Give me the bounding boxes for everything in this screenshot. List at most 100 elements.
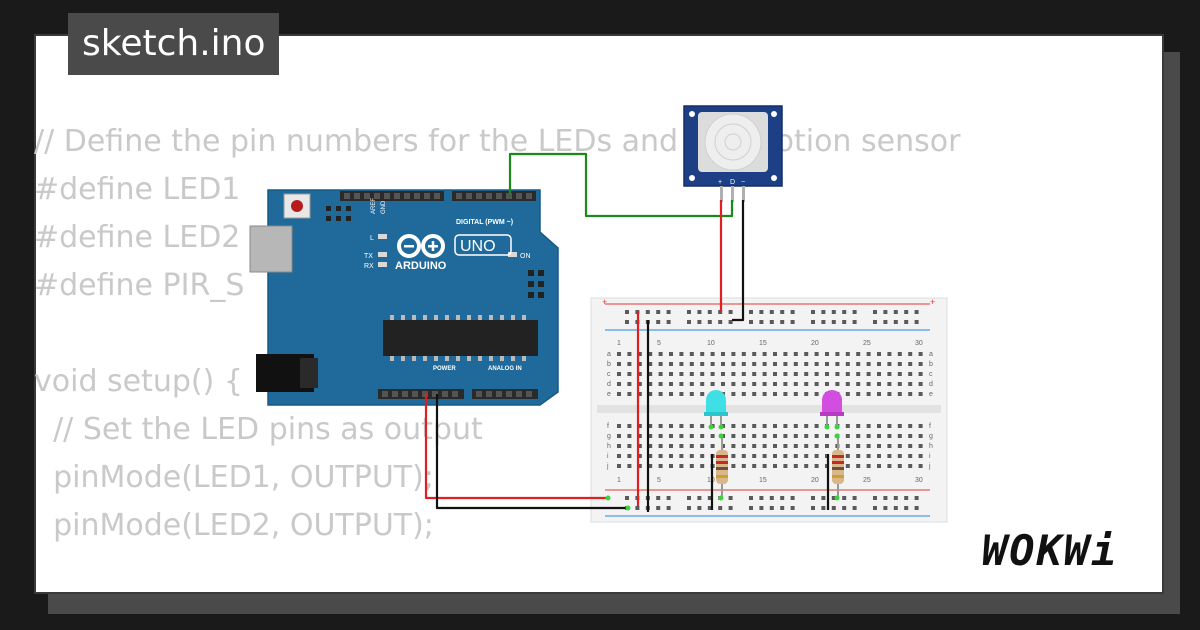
breadboard-hole — [762, 464, 767, 468]
breadboard-hole — [908, 372, 913, 376]
breadboard-hole — [793, 444, 798, 448]
row-letter: i — [929, 453, 931, 460]
wokwi-logo: WOKWi — [982, 526, 1119, 575]
breadboard-hole — [877, 372, 881, 376]
breadboard-hole — [887, 434, 892, 438]
breadboard-hole — [617, 424, 621, 428]
breadboard-hole — [821, 320, 826, 324]
wire-pir-gnd[interactable] — [732, 200, 745, 322]
breadboard-hole — [666, 320, 671, 324]
breadboard-hole — [648, 444, 653, 448]
row-letter: h — [929, 443, 933, 450]
breadboard-hole — [728, 310, 733, 314]
breadboard-hole — [749, 496, 753, 500]
pir-motion-sensor[interactable]: + D − — [683, 105, 783, 202]
breadboard-hole — [637, 372, 642, 376]
breadboard-hole — [845, 424, 850, 428]
breadboard-hole — [731, 424, 736, 428]
breadboard-hole — [908, 464, 913, 468]
breadboard[interactable]: + + 1 5 10 15 20 25 30 1 5 10 15 20 25 3… — [590, 297, 948, 523]
code-line: #define LED1 — [34, 172, 241, 207]
breadboard-hole — [856, 444, 861, 448]
breadboard-hole — [856, 424, 861, 428]
breadboard-hole — [658, 382, 663, 386]
breadboard-hole — [908, 352, 913, 356]
breadboard-hole — [689, 454, 694, 458]
led-cyan[interactable] — [704, 390, 728, 430]
breadboard-hole — [700, 362, 705, 366]
breadboard-hole — [856, 362, 861, 366]
breadboard-hole — [918, 444, 923, 448]
breadboard-hole — [648, 392, 653, 396]
breadboard-hole — [762, 352, 767, 356]
breadboard-hole — [856, 392, 861, 396]
breadboard-hole — [856, 372, 861, 376]
breadboard-hole — [773, 382, 777, 386]
breadboard-hole — [883, 506, 888, 510]
sketch-title: sketch.ino — [68, 13, 280, 75]
row-letter: e — [607, 391, 611, 398]
wire-gnd[interactable] — [435, 394, 628, 510]
breadboard-hole — [918, 464, 923, 468]
breadboard-hole — [908, 444, 913, 448]
column-number: 15 — [759, 477, 767, 484]
breadboard-hole — [728, 506, 733, 510]
breadboard-hole — [749, 320, 753, 324]
arduino-uno-board[interactable]: AREF GND DIGITAL (PWM ~) L TX RX ON UNO … — [249, 189, 559, 406]
breadboard-hole — [741, 434, 746, 438]
pin-label: AREF — [371, 198, 377, 214]
breadboard-hole — [914, 310, 919, 314]
breadboard-hole — [752, 424, 757, 428]
breadboard-hole — [689, 372, 694, 376]
breadboard-hole — [835, 362, 840, 366]
wire-5v[interactable] — [424, 394, 608, 500]
resistor-2[interactable] — [832, 433, 844, 501]
breadboard-hole — [866, 464, 871, 468]
row-letter: f — [929, 423, 931, 430]
breadboard-hole — [617, 464, 621, 468]
breadboard-hole — [627, 424, 632, 428]
breadboard-hole — [780, 506, 785, 510]
led-magenta[interactable] — [820, 390, 844, 430]
breadboard-hole — [887, 362, 892, 366]
uno-label: UNO — [460, 238, 496, 255]
breadboard-hole — [679, 454, 684, 458]
breadboard-hole — [700, 464, 705, 468]
breadboard-hole — [866, 392, 871, 396]
breadboard-hole — [700, 434, 705, 438]
breadboard-hole — [783, 444, 788, 448]
breadboard-hole — [793, 372, 798, 376]
breadboard-hole — [648, 362, 653, 366]
breadboard-hole — [877, 464, 881, 468]
breadboard-hole — [669, 424, 673, 428]
breadboard-hole — [697, 506, 702, 510]
breadboard-hole — [887, 372, 892, 376]
breadboard-hole — [821, 496, 826, 500]
breadboard-hole — [762, 454, 767, 458]
breadboard-hole — [908, 392, 913, 396]
breadboard-hole — [904, 320, 909, 324]
breadboard-hole — [669, 444, 673, 448]
breadboard-hole — [877, 454, 881, 458]
breadboard-hole — [908, 454, 913, 458]
resistor-1[interactable] — [716, 433, 728, 501]
breadboard-hole — [669, 352, 673, 356]
usb-port — [249, 225, 293, 273]
breadboard-hole — [804, 392, 809, 396]
breadboard-hole — [814, 362, 819, 366]
breadboard-hole — [658, 424, 663, 428]
breadboard-hole — [814, 372, 819, 376]
breadboard-hole — [780, 320, 785, 324]
wire-pir-signal[interactable] — [508, 152, 734, 218]
breadboard-hole — [658, 362, 663, 366]
pir-pin-plus: + — [718, 179, 722, 186]
breadboard-hole — [918, 372, 923, 376]
pin-label: GND — [381, 200, 387, 214]
breadboard-hole — [821, 310, 826, 314]
breadboard-hole — [658, 444, 663, 448]
breadboard-hole — [821, 506, 826, 510]
row-letter: b — [929, 361, 933, 368]
breadboard-hole — [793, 434, 798, 438]
breadboard-hole — [793, 454, 798, 458]
breadboard-hole — [625, 320, 629, 324]
